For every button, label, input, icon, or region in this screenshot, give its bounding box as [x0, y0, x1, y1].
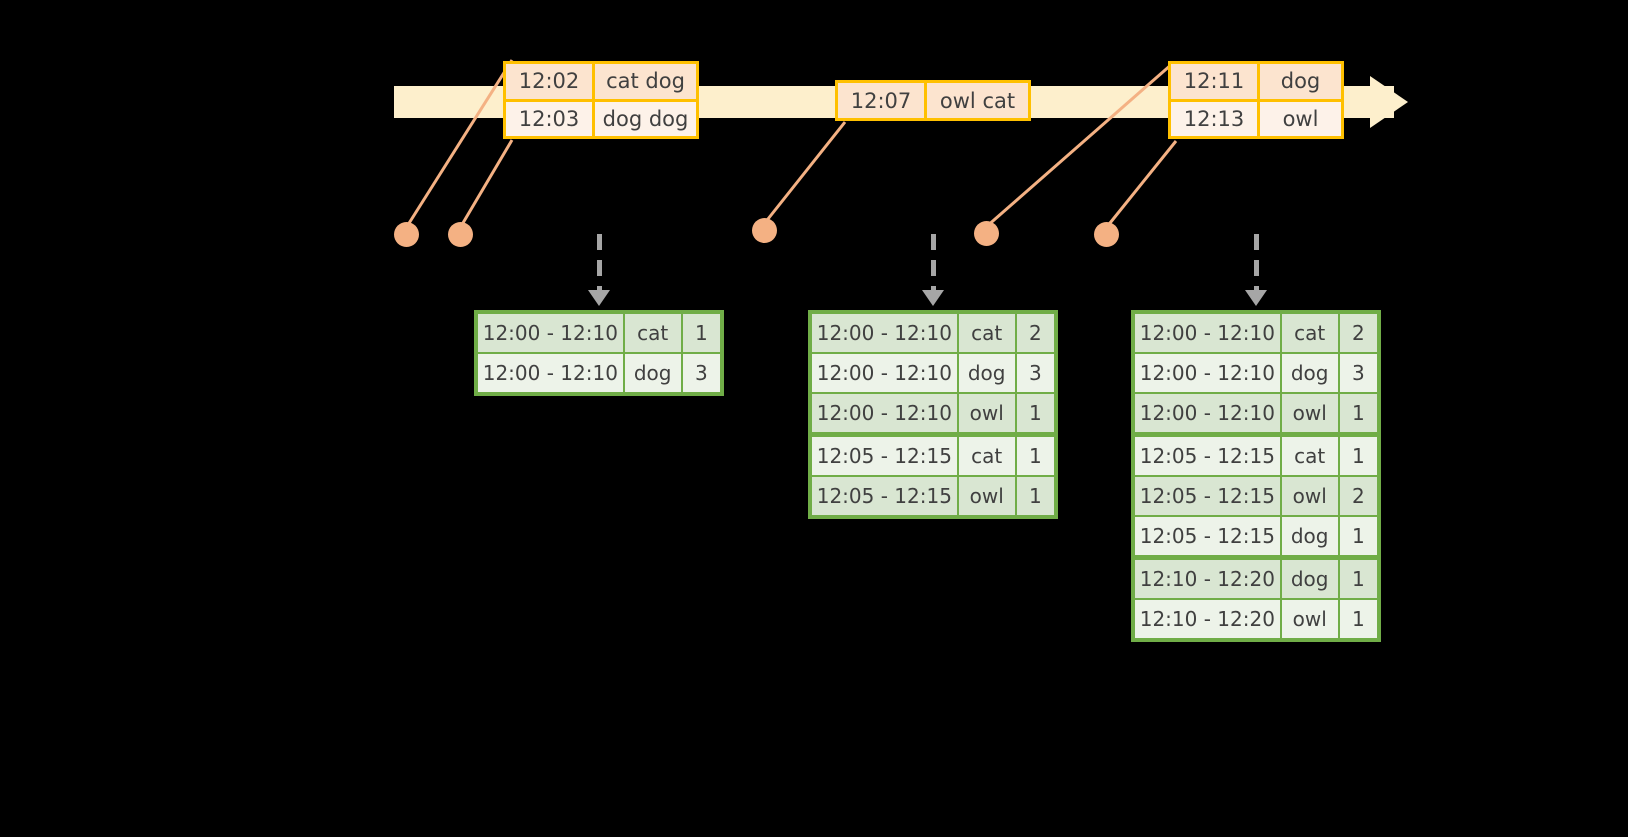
cell-word: owl [958, 477, 1015, 515]
cell-count: 3 [1339, 354, 1377, 392]
event-words: dog [1257, 64, 1341, 99]
cell-count: 1 [1016, 394, 1054, 432]
cell-count: 1 [1339, 517, 1377, 555]
cell-count: 1 [1339, 600, 1377, 638]
cell-word: cat [1281, 314, 1338, 352]
cell-window: 12:05 - 12:15 [812, 437, 957, 475]
event-words: owl [1257, 101, 1341, 136]
cell-word: owl [958, 394, 1015, 432]
cell-count: 3 [682, 354, 720, 392]
connector-line-2 [458, 139, 514, 229]
timeline-arrowhead-icon [1370, 76, 1408, 128]
cell-window: 12:00 - 12:10 [1135, 394, 1280, 432]
event-words: dog dog [592, 101, 696, 136]
connector-line-5 [1104, 140, 1178, 229]
arrow-head-icon [922, 290, 944, 306]
cell-window: 12:00 - 12:10 [812, 394, 957, 432]
cell-window: 12:10 - 12:20 [1135, 560, 1280, 598]
cell-window: 12:00 - 12:10 [812, 354, 957, 392]
cell-window: 12:00 - 12:10 [812, 314, 957, 352]
cell-word: owl [1281, 477, 1338, 515]
cell-word: owl [1281, 600, 1338, 638]
cell-window: 12:00 - 12:10 [1135, 354, 1280, 392]
cell-count: 1 [1016, 437, 1054, 475]
cell-word: dog [624, 354, 681, 392]
cell-window: 12:00 - 12:10 [478, 314, 623, 352]
cell-word: dog [1281, 354, 1338, 392]
connector-dot-2 [448, 222, 473, 247]
cell-count: 2 [1339, 314, 1377, 352]
event-time: 12:11 [1171, 64, 1257, 99]
cell-count: 3 [1016, 354, 1054, 392]
connector-dot-4 [974, 221, 999, 246]
event-time: 12:03 [506, 101, 592, 136]
cell-word: dog [958, 354, 1015, 392]
cell-word: cat [1281, 437, 1338, 475]
connector-line-3 [762, 121, 847, 225]
event-time: 12:13 [1171, 101, 1257, 136]
cell-word: cat [958, 437, 1015, 475]
cell-count: 1 [1339, 437, 1377, 475]
cell-count: 1 [1016, 477, 1054, 515]
cell-window: 12:00 - 12:10 [478, 354, 623, 392]
connector-dot-1 [394, 222, 419, 247]
event-time: 12:02 [506, 64, 592, 99]
event-time: 12:07 [838, 83, 924, 118]
cell-count: 1 [682, 314, 720, 352]
arrow-head-icon [1245, 290, 1267, 306]
arrow-shaft [931, 234, 936, 292]
cell-word: owl [1281, 394, 1338, 432]
cell-word: cat [624, 314, 681, 352]
cell-window: 12:10 - 12:20 [1135, 600, 1280, 638]
cell-count: 2 [1016, 314, 1054, 352]
cell-window: 12:05 - 12:15 [1135, 517, 1280, 555]
cell-window: 12:05 - 12:15 [812, 477, 957, 515]
arrow-shaft [1254, 234, 1259, 292]
cell-window: 12:00 - 12:10 [1135, 314, 1280, 352]
event-words: owl cat [924, 83, 1028, 118]
cell-word: dog [1281, 560, 1338, 598]
cell-word: dog [1281, 517, 1338, 555]
connector-dot-3 [752, 218, 777, 243]
cell-word: cat [958, 314, 1015, 352]
connector-dot-5 [1094, 222, 1119, 247]
event-words: cat dog [592, 64, 696, 99]
cell-count: 1 [1339, 560, 1377, 598]
arrow-shaft [597, 234, 602, 292]
cell-count: 2 [1339, 477, 1377, 515]
cell-count: 1 [1339, 394, 1377, 432]
arrow-head-icon [588, 290, 610, 306]
cell-window: 12:05 - 12:15 [1135, 477, 1280, 515]
cell-window: 12:05 - 12:15 [1135, 437, 1280, 475]
